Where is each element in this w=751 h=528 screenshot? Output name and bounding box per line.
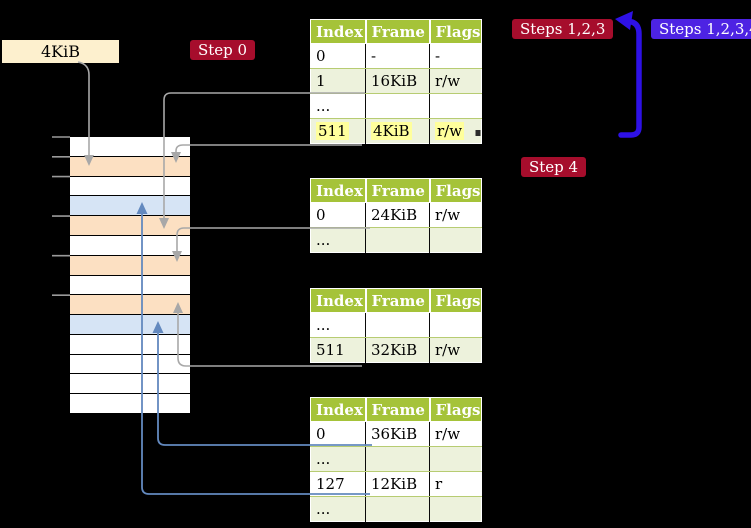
table1-header-flags: Flags — [429, 19, 482, 44]
table-row: 0 24KiB r/w — [310, 202, 482, 228]
table-row: ... — [310, 446, 482, 472]
steps123-badge: Steps 1,2,3 — [512, 19, 614, 39]
memory-frame-row-8 — [70, 275, 190, 295]
memory-frame-row-5 — [70, 216, 190, 235]
frame-size-box: 4KiB — [2, 40, 119, 63]
table-row: ... — [310, 312, 482, 338]
table3-header-frame: Frame — [365, 288, 431, 313]
physical-memory-column — [70, 137, 190, 413]
table-row: ... — [310, 227, 482, 253]
highlighted-value: r/w — [435, 122, 465, 140]
memory-frame-row-9 — [70, 295, 190, 315]
table4-header-index: Index — [310, 397, 367, 422]
memory-frame-row-2 — [70, 156, 190, 176]
table3-header-index: Index — [310, 288, 367, 313]
table1-header-frame: Frame — [365, 19, 431, 44]
table2-header-flags: Flags — [429, 178, 482, 203]
table2-header-index: Index — [310, 178, 367, 203]
memory-frame-row-6 — [70, 235, 190, 255]
table4-header-flags: Flags — [429, 397, 482, 422]
table1-header-index: Index — [310, 19, 367, 44]
memory-frame-row-3 — [70, 176, 190, 196]
table-row: ... — [310, 93, 482, 119]
memory-frame-row-1 — [70, 137, 190, 156]
table-row: 511 32KiB r/w — [310, 337, 482, 363]
table-row: 127 12KiB r — [310, 471, 482, 497]
memory-frame-row-11 — [70, 334, 190, 354]
table4-header-frame: Frame — [365, 397, 431, 422]
table3-header-flags: Flags — [429, 288, 482, 313]
table-row-highlighted: 511 4KiB r/w — [310, 118, 482, 144]
table-row: 1 16KiB r/w — [310, 68, 482, 94]
table-row: ... — [310, 496, 482, 522]
page-table-2: Index Frame Flags 0 24KiB r/w ... — [310, 178, 482, 253]
step4-badge: Step 4 — [521, 157, 587, 177]
memory-frame-row-7 — [70, 255, 190, 275]
big-blue-arrow-line — [618, 18, 642, 138]
step0-badge: Step 0 — [190, 40, 256, 60]
connector-table1-row511-line — [175, 144, 362, 153]
memory-frame-row-4 — [70, 196, 190, 216]
memory-address-ticks — [52, 136, 70, 297]
highlighted-value: 511 — [316, 122, 349, 140]
page-table-3: Index Frame Flags ... 511 32KiB r/w — [310, 288, 482, 363]
highlighted-value: 4KiB — [371, 122, 412, 140]
table-row: 0 - - — [310, 43, 482, 69]
memory-frame-row-13 — [70, 374, 190, 394]
page-table-1: Index Frame Flags 0 - - 1 16KiB r/w ... … — [310, 19, 482, 144]
memory-frame-row-10 — [70, 315, 190, 334]
table-row: 0 36KiB r/w — [310, 421, 482, 447]
steps1234-badge: Steps 1,2,3,4 — [651, 19, 751, 39]
table2-header-frame: Frame — [365, 178, 431, 203]
memory-frame-row-14 — [70, 394, 190, 413]
arrowhead-left-icon — [615, 11, 633, 30]
page-table-4: Index Frame Flags 0 36KiB r/w ... 127 12… — [310, 397, 482, 522]
memory-frame-row-12 — [70, 354, 190, 374]
